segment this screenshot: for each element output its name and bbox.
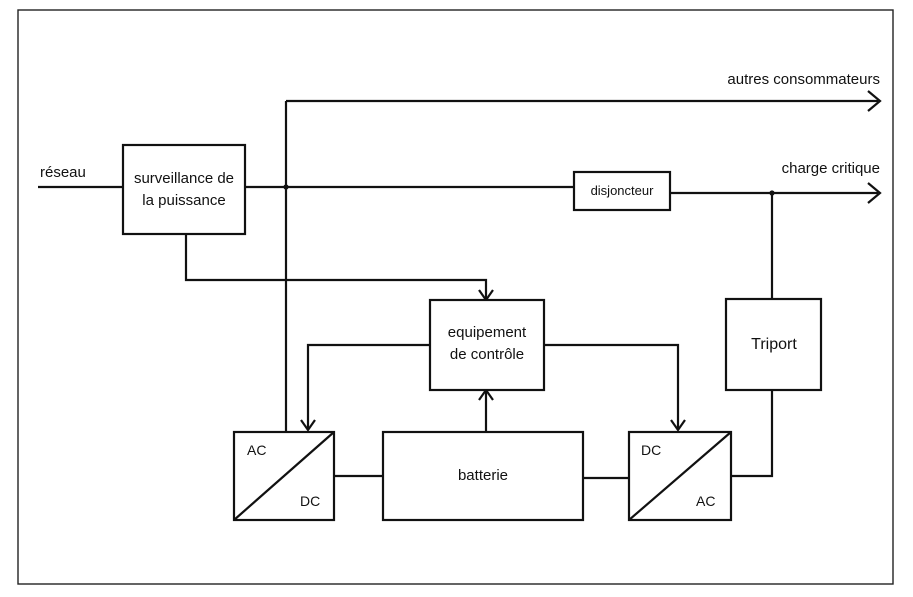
breaker-box [572,170,672,212]
inverter-dc-label: DC [641,442,661,458]
rectifier-diagonal [233,431,335,521]
triport-box [724,297,823,392]
critical-load-label: charge critique [782,160,880,177]
control-to-inverter-arrow [670,419,686,432]
inverter-to-triport-line [731,390,774,478]
inverter-ac-label: AC [696,493,715,509]
control-to-rectifier-line [306,343,430,430]
control-equipment-box [428,298,546,392]
battery-label: batterie [458,467,508,484]
control-equipment-label-1: equipement [448,324,527,341]
control-equipment-label-2: de contrôle [450,346,524,363]
power-monitor-label-1: surveillance de [134,170,234,187]
inverter-diagonal [628,431,732,521]
rectifier-dc-label: DC [300,493,320,509]
monitor-to-control-line [184,234,488,300]
load-node [769,190,775,196]
critical-load-arrow [867,182,882,204]
grid-label: réseau [40,164,86,181]
power-monitor-box [121,143,247,236]
rectifier-ac-label: AC [247,442,266,458]
other-consumers-arrow [867,90,882,112]
battery-box [381,430,585,522]
control-to-rectifier-arrow [300,419,316,432]
breaker-label: disjoncteur [591,183,655,198]
other-consumers-label: autres consommateurs [727,71,880,88]
power-monitor-label-2: la puissance [142,192,225,209]
control-to-inverter-line [544,343,680,430]
figure-frame [17,9,894,585]
triport-label: Triport [751,336,797,353]
